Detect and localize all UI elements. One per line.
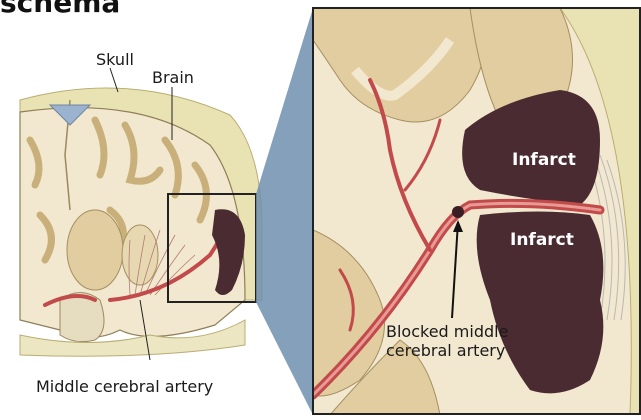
blocked-artery-label-line1: Blocked middle bbox=[386, 322, 508, 341]
title-fragment: schema bbox=[0, 0, 120, 19]
deep-nucleus-2 bbox=[122, 225, 158, 285]
blocked-artery-label-line2: cerebral artery bbox=[386, 341, 508, 360]
artery-blockage bbox=[452, 206, 464, 218]
blocked-artery-label: Blocked middle cerebral artery bbox=[386, 322, 508, 360]
mca-label: Middle cerebral artery bbox=[36, 377, 213, 396]
infarct-upper-label: Infarct bbox=[512, 150, 576, 170]
skull-label: Skull bbox=[96, 50, 134, 69]
brain-label: Brain bbox=[152, 68, 194, 87]
zoom-wedge bbox=[256, 8, 313, 415]
infarct-lower-label: Infarct bbox=[510, 230, 574, 250]
coronal-brain-section bbox=[20, 68, 262, 360]
deep-nucleus bbox=[67, 210, 123, 290]
brainstem-region bbox=[60, 293, 104, 342]
